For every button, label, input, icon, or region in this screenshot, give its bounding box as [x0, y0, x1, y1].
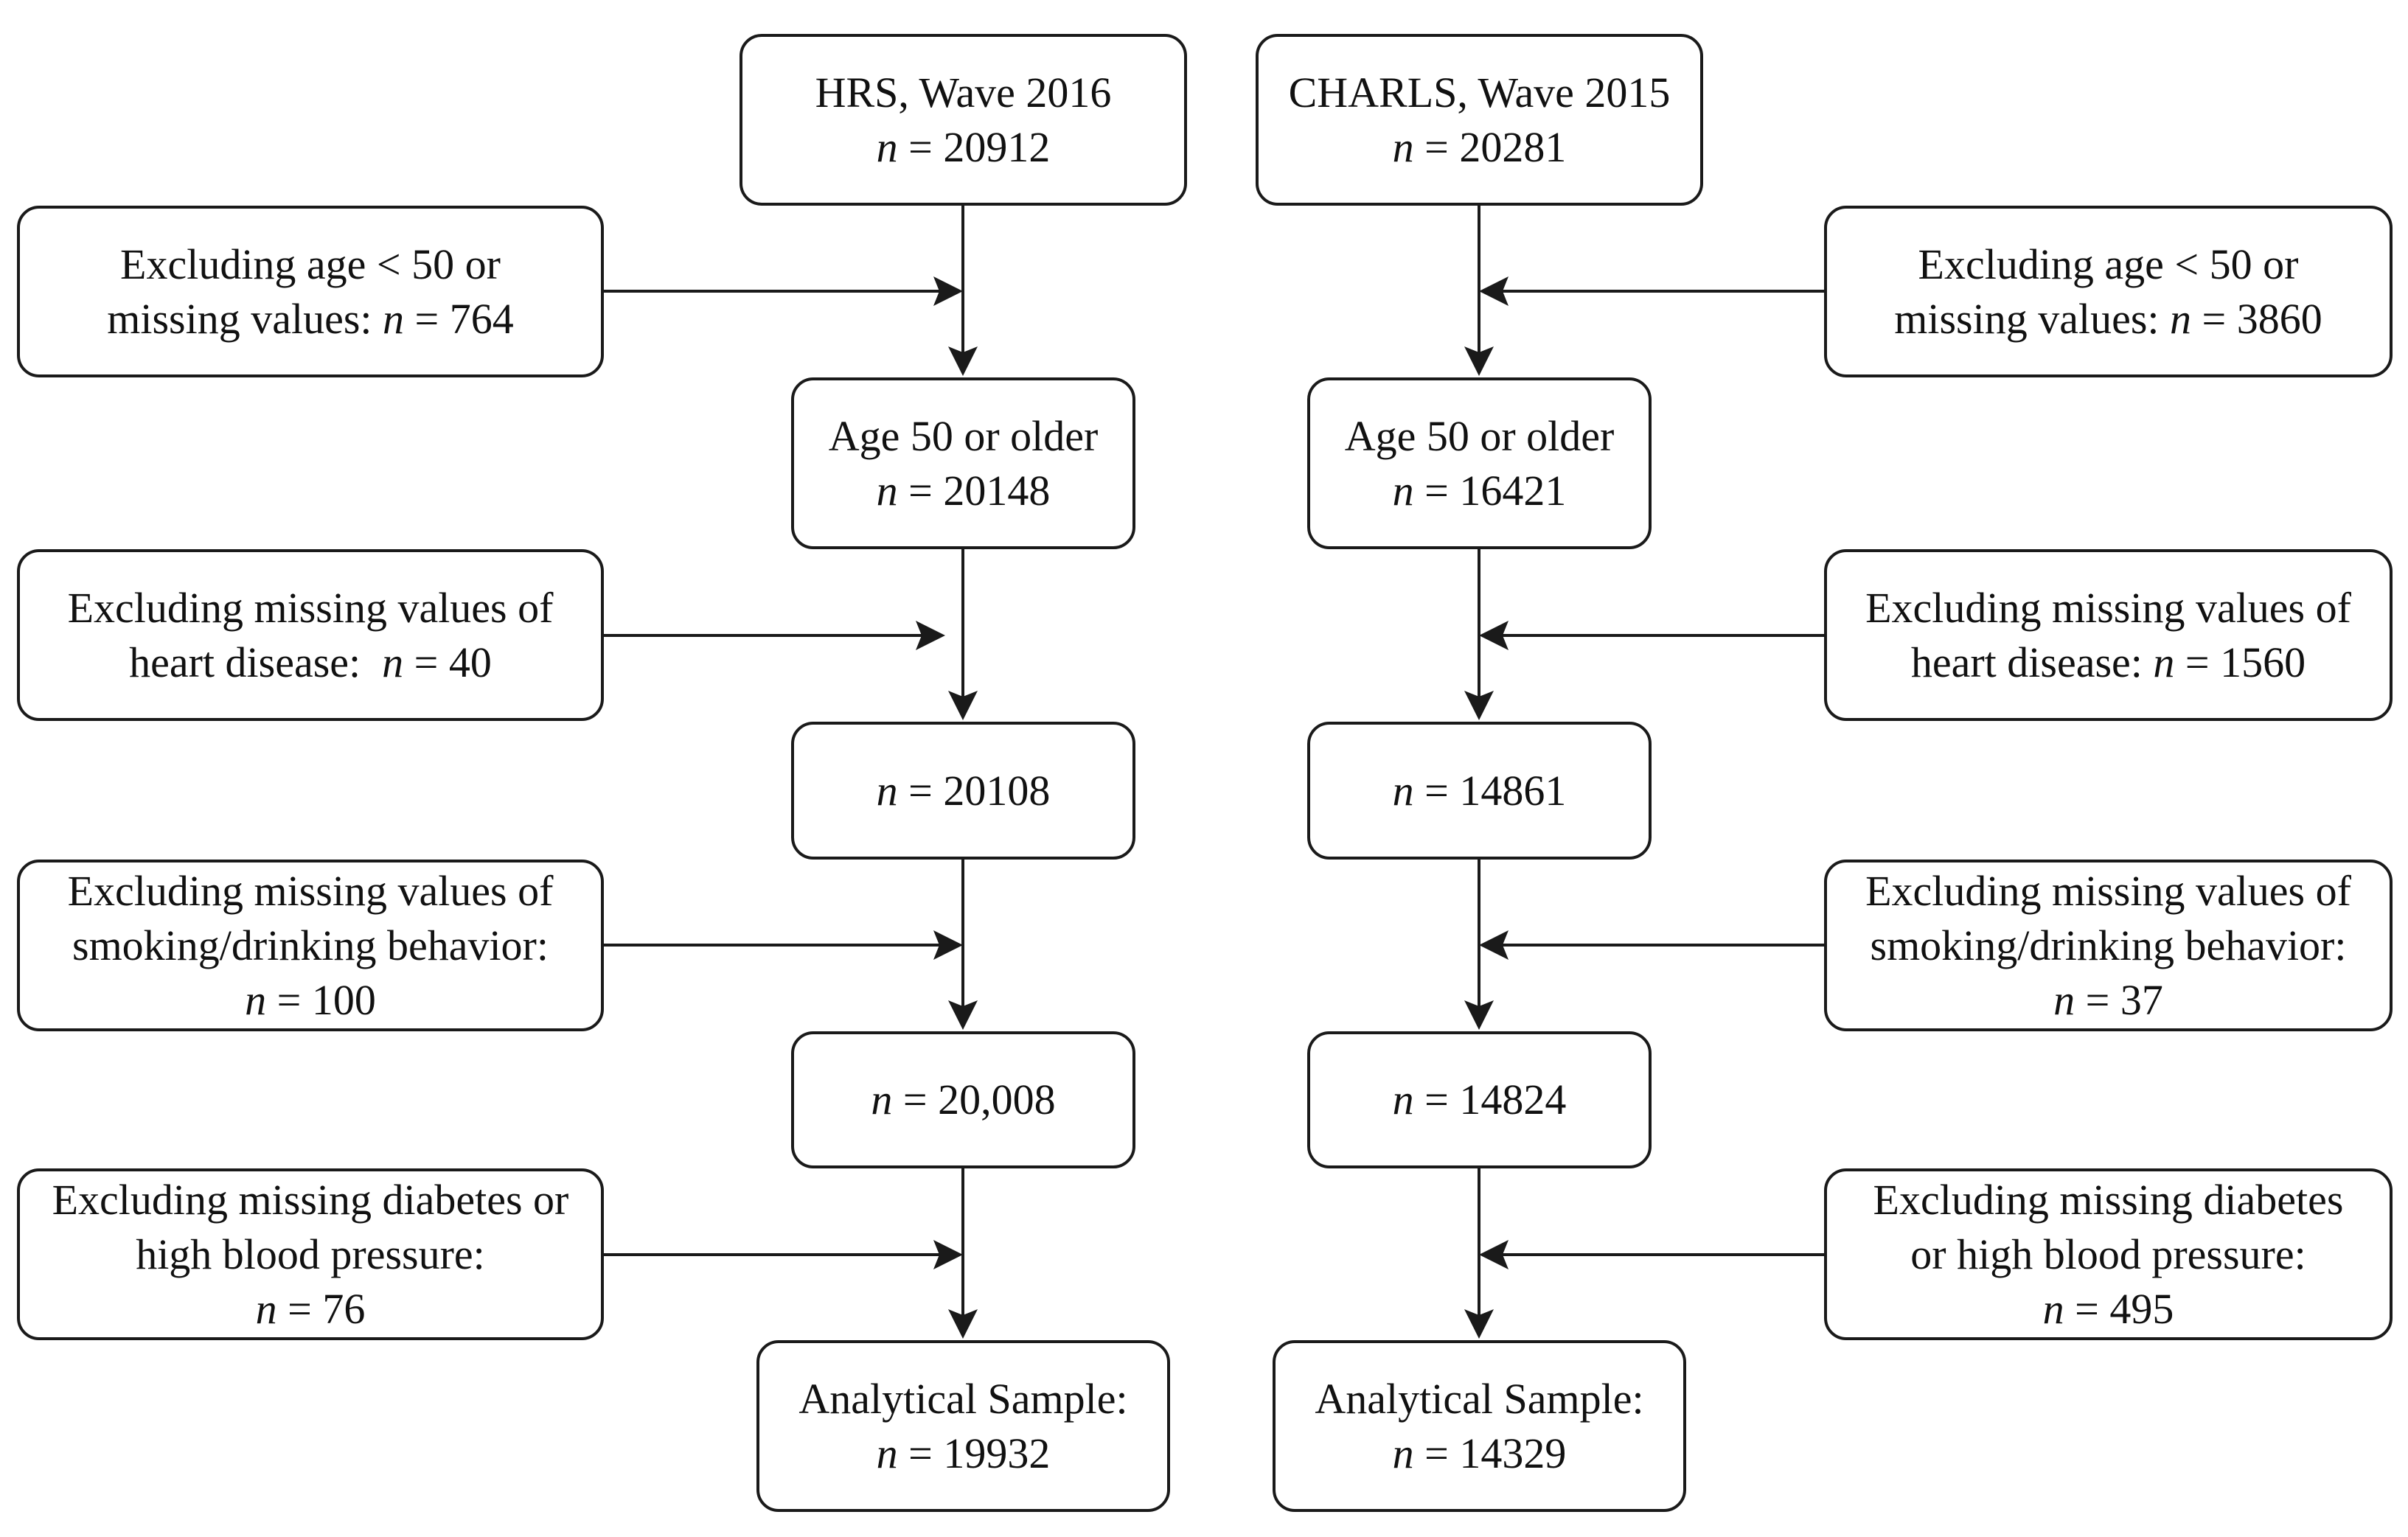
hrs-arrowhead-excl2: [916, 621, 945, 650]
hrs-final-box: Analytical Sample: n = 19932: [756, 1340, 1170, 1512]
charls-step3-box: n = 14824: [1307, 1031, 1652, 1168]
hrs-excl2-line1: Excluding missing values of: [67, 583, 554, 632]
charls-exclusion-diabetes-box: Excluding missing diabetes or high blood…: [1824, 1168, 2393, 1340]
charls-excl3-count: n = 37: [2053, 975, 2163, 1024]
charls-final-title: Analytical Sample:: [1315, 1374, 1644, 1423]
charls-arrowhead-step3: [1464, 1000, 1494, 1030]
hrs-final-count: n = 19932: [876, 1429, 1051, 1477]
charls-step3-count: n = 14824: [1392, 1076, 1567, 1123]
hrs-arrowhead-excl3: [933, 930, 963, 960]
hrs-excl4-line1: Excluding missing diabetes or: [52, 1175, 569, 1224]
hrs-excl3-count: n = 100: [245, 975, 376, 1024]
hrs-exclusion-smoking-box: Excluding missing values of smoking/drin…: [17, 860, 604, 1031]
charls-arrowhead-excl2: [1479, 621, 1509, 650]
charls-age50-box: Age 50 or older n = 16421: [1307, 377, 1652, 549]
hrs-age50-count: n = 20148: [876, 466, 1051, 515]
hrs-exclusion-diabetes-box: Excluding missing diabetes or high blood…: [17, 1168, 604, 1340]
hrs-arrowhead-step3: [948, 1000, 978, 1030]
charls-exclusion-age-box: Excluding age < 50 or missing values: n …: [1824, 206, 2393, 377]
charls-step2-count: n = 14861: [1392, 766, 1567, 815]
charls-start-box: CHARLS, Wave 2015 n = 20281: [1256, 34, 1703, 206]
hrs-excl4-line2: high blood pressure:: [136, 1230, 485, 1278]
hrs-excl3-line1: Excluding missing values of: [67, 866, 554, 915]
charls-excl4-line2: or high blood pressure:: [1910, 1230, 2306, 1278]
charls-excl2-line2: heart disease: n = 1560: [1910, 638, 2306, 686]
hrs-arrowhead-step2: [948, 691, 978, 720]
charls-final-count: n = 14329: [1392, 1429, 1567, 1477]
hrs-start-title: HRS, Wave 2016: [815, 68, 1112, 116]
charls-excl4-line1: Excluding missing diabetes: [1873, 1175, 2344, 1224]
charls-arrowhead-final: [1464, 1309, 1494, 1339]
charls-excl2-line1: Excluding missing values of: [1865, 583, 2351, 632]
hrs-exclusion-age-box: Excluding age < 50 or missing values: n …: [17, 206, 604, 377]
hrs-excl1-line1: Excluding age < 50 or: [120, 240, 501, 288]
hrs-step3-count: n = 20,008: [871, 1076, 1056, 1123]
hrs-excl2-line2: heart disease: n = 40: [129, 638, 492, 686]
charls-arrowhead-excl3: [1479, 930, 1509, 960]
hrs-exclusion-heart-box: Excluding missing values of heart diseas…: [17, 549, 604, 721]
charls-arrowhead-step2: [1464, 691, 1494, 720]
hrs-age50-title: Age 50 or older: [828, 411, 1099, 460]
charls-step2-box: n = 14861: [1307, 722, 1652, 860]
charls-final-box: Analytical Sample: n = 14329: [1273, 1340, 1686, 1512]
charls-excl3-line2: smoking/drinking behavior:: [1870, 921, 2347, 969]
charls-start-count: n = 20281: [1392, 122, 1567, 171]
hrs-step2-count: n = 20108: [876, 766, 1051, 815]
hrs-arrowhead-excl1: [933, 276, 963, 306]
charls-arrowhead-age50: [1464, 346, 1494, 376]
hrs-arrowhead-excl4: [933, 1240, 963, 1269]
hrs-age50-box: Age 50 or older n = 20148: [791, 377, 1135, 549]
charls-age50-title: Age 50 or older: [1344, 411, 1615, 460]
hrs-step2-box: n = 20108: [791, 722, 1135, 860]
charls-arrowhead-excl4: [1479, 1240, 1509, 1269]
hrs-excl1-line2: missing values: n = 764: [107, 294, 514, 343]
hrs-final-title: Analytical Sample:: [798, 1374, 1128, 1423]
charls-excl4-count: n = 495: [2042, 1284, 2174, 1333]
hrs-start-count: n = 20912: [876, 122, 1051, 171]
charls-excl1-line2: missing values: n = 3860: [1894, 294, 2322, 343]
hrs-excl3-line2: smoking/drinking behavior:: [72, 921, 549, 969]
hrs-step3-box: n = 20,008: [791, 1031, 1135, 1168]
hrs-arrowhead-final: [948, 1309, 978, 1339]
charls-arrowhead-excl1: [1479, 276, 1509, 306]
charls-age50-count: n = 16421: [1392, 466, 1567, 515]
hrs-excl4-count: n = 76: [255, 1284, 366, 1333]
charls-exclusion-heart-box: Excluding missing values of heart diseas…: [1824, 549, 2393, 721]
charls-excl3-line1: Excluding missing values of: [1865, 866, 2351, 915]
hrs-start-box: HRS, Wave 2016 n = 20912: [740, 34, 1187, 206]
charls-excl1-line1: Excluding age < 50 or: [1918, 240, 2299, 288]
charls-exclusion-smoking-box: Excluding missing values of smoking/drin…: [1824, 860, 2393, 1031]
charls-start-title: CHARLS, Wave 2015: [1288, 68, 1671, 116]
hrs-arrowhead-age50: [948, 346, 978, 376]
